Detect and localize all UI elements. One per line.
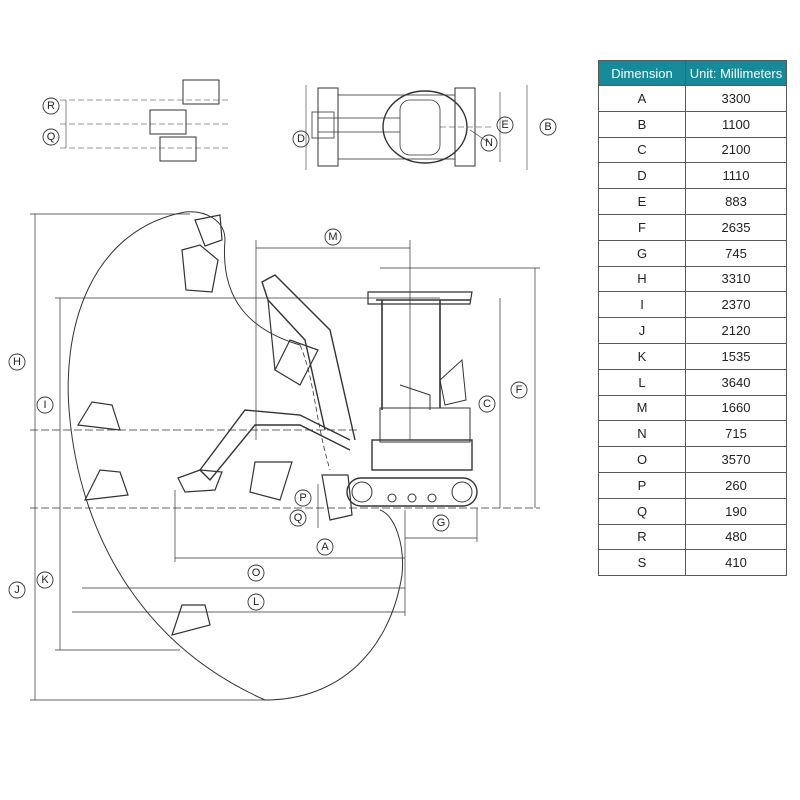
label-R: R — [47, 100, 55, 112]
value-cell: 1660 — [685, 394, 787, 422]
dimension-cell: R — [598, 523, 686, 551]
value-cell: 3310 — [685, 265, 787, 293]
value-cell: 2120 — [685, 317, 787, 344]
label-circles — [8, 97, 557, 611]
excavator-side-view — [77, 214, 478, 636]
label-N: N — [485, 137, 493, 149]
dimension-cell: Q — [598, 497, 686, 525]
label-C: C — [483, 398, 491, 410]
dimension-cell: K — [598, 342, 686, 370]
label-B: B — [544, 121, 551, 133]
value-cell: 410 — [685, 549, 787, 577]
value-cell: 190 — [685, 497, 787, 525]
label-Q-side: Q — [294, 512, 303, 524]
value-cell: 883 — [685, 188, 787, 215]
dimension-cell: H — [598, 265, 686, 293]
value-cell: 260 — [685, 471, 787, 499]
reach-envelope — [67, 211, 404, 701]
machine-top-view — [305, 85, 528, 170]
label-D: D — [297, 133, 305, 145]
value-cell: 745 — [685, 239, 787, 267]
dimension-cell: E — [598, 188, 686, 215]
label-P: P — [299, 492, 306, 504]
label-E: E — [501, 119, 508, 131]
dimension-cell: S — [598, 549, 686, 577]
label-L: L — [253, 596, 259, 608]
dimension-cell: I — [598, 291, 686, 319]
label-M: M — [328, 231, 337, 243]
excavator-dimension-drawing: R Q D E B N M H I C F P Q A G O L K J — [8, 79, 557, 701]
dimension-cell: L — [598, 368, 686, 396]
label-J: J — [14, 584, 20, 596]
value-cell: 2635 — [685, 213, 787, 241]
label-O: O — [252, 567, 261, 579]
value-cell: 2100 — [685, 136, 787, 164]
bucket-top-views — [60, 79, 230, 162]
column-header-dimension: Dimension — [598, 60, 686, 86]
label-I: I — [43, 399, 46, 411]
dimension-cell: B — [598, 110, 686, 138]
dimension-cell: A — [598, 85, 686, 112]
dimension-cell: M — [598, 394, 686, 422]
label-K: K — [41, 574, 49, 586]
label-F: F — [516, 384, 523, 396]
label-G: G — [437, 517, 446, 529]
dimension-cell: J — [598, 317, 686, 344]
value-cell: 3640 — [685, 368, 787, 396]
value-cell: 480 — [685, 523, 787, 551]
dimension-cell: N — [598, 420, 686, 448]
value-cell: 3570 — [685, 446, 787, 473]
value-cell: 3300 — [685, 85, 787, 112]
value-cell: 2370 — [685, 291, 787, 319]
dimension-cell: P — [598, 471, 686, 499]
value-cell: 1110 — [685, 162, 787, 190]
label-H: H — [13, 356, 21, 368]
value-cell: 1100 — [685, 110, 787, 138]
dimension-lines — [30, 213, 540, 701]
dimension-cell: O — [598, 446, 686, 473]
label-Q-top: Q — [47, 131, 56, 143]
value-cell: 715 — [685, 420, 787, 448]
column-header-unit: Unit: Millimeters — [685, 60, 787, 86]
label-A: A — [321, 541, 329, 553]
dimension-cell: C — [598, 136, 686, 164]
table-header-row: Dimension Unit: Millimeters — [598, 60, 787, 86]
dimension-cell: F — [598, 213, 686, 241]
value-cell: 1535 — [685, 342, 787, 370]
dimension-cell: G — [598, 239, 686, 267]
dimension-cell: D — [598, 162, 686, 190]
